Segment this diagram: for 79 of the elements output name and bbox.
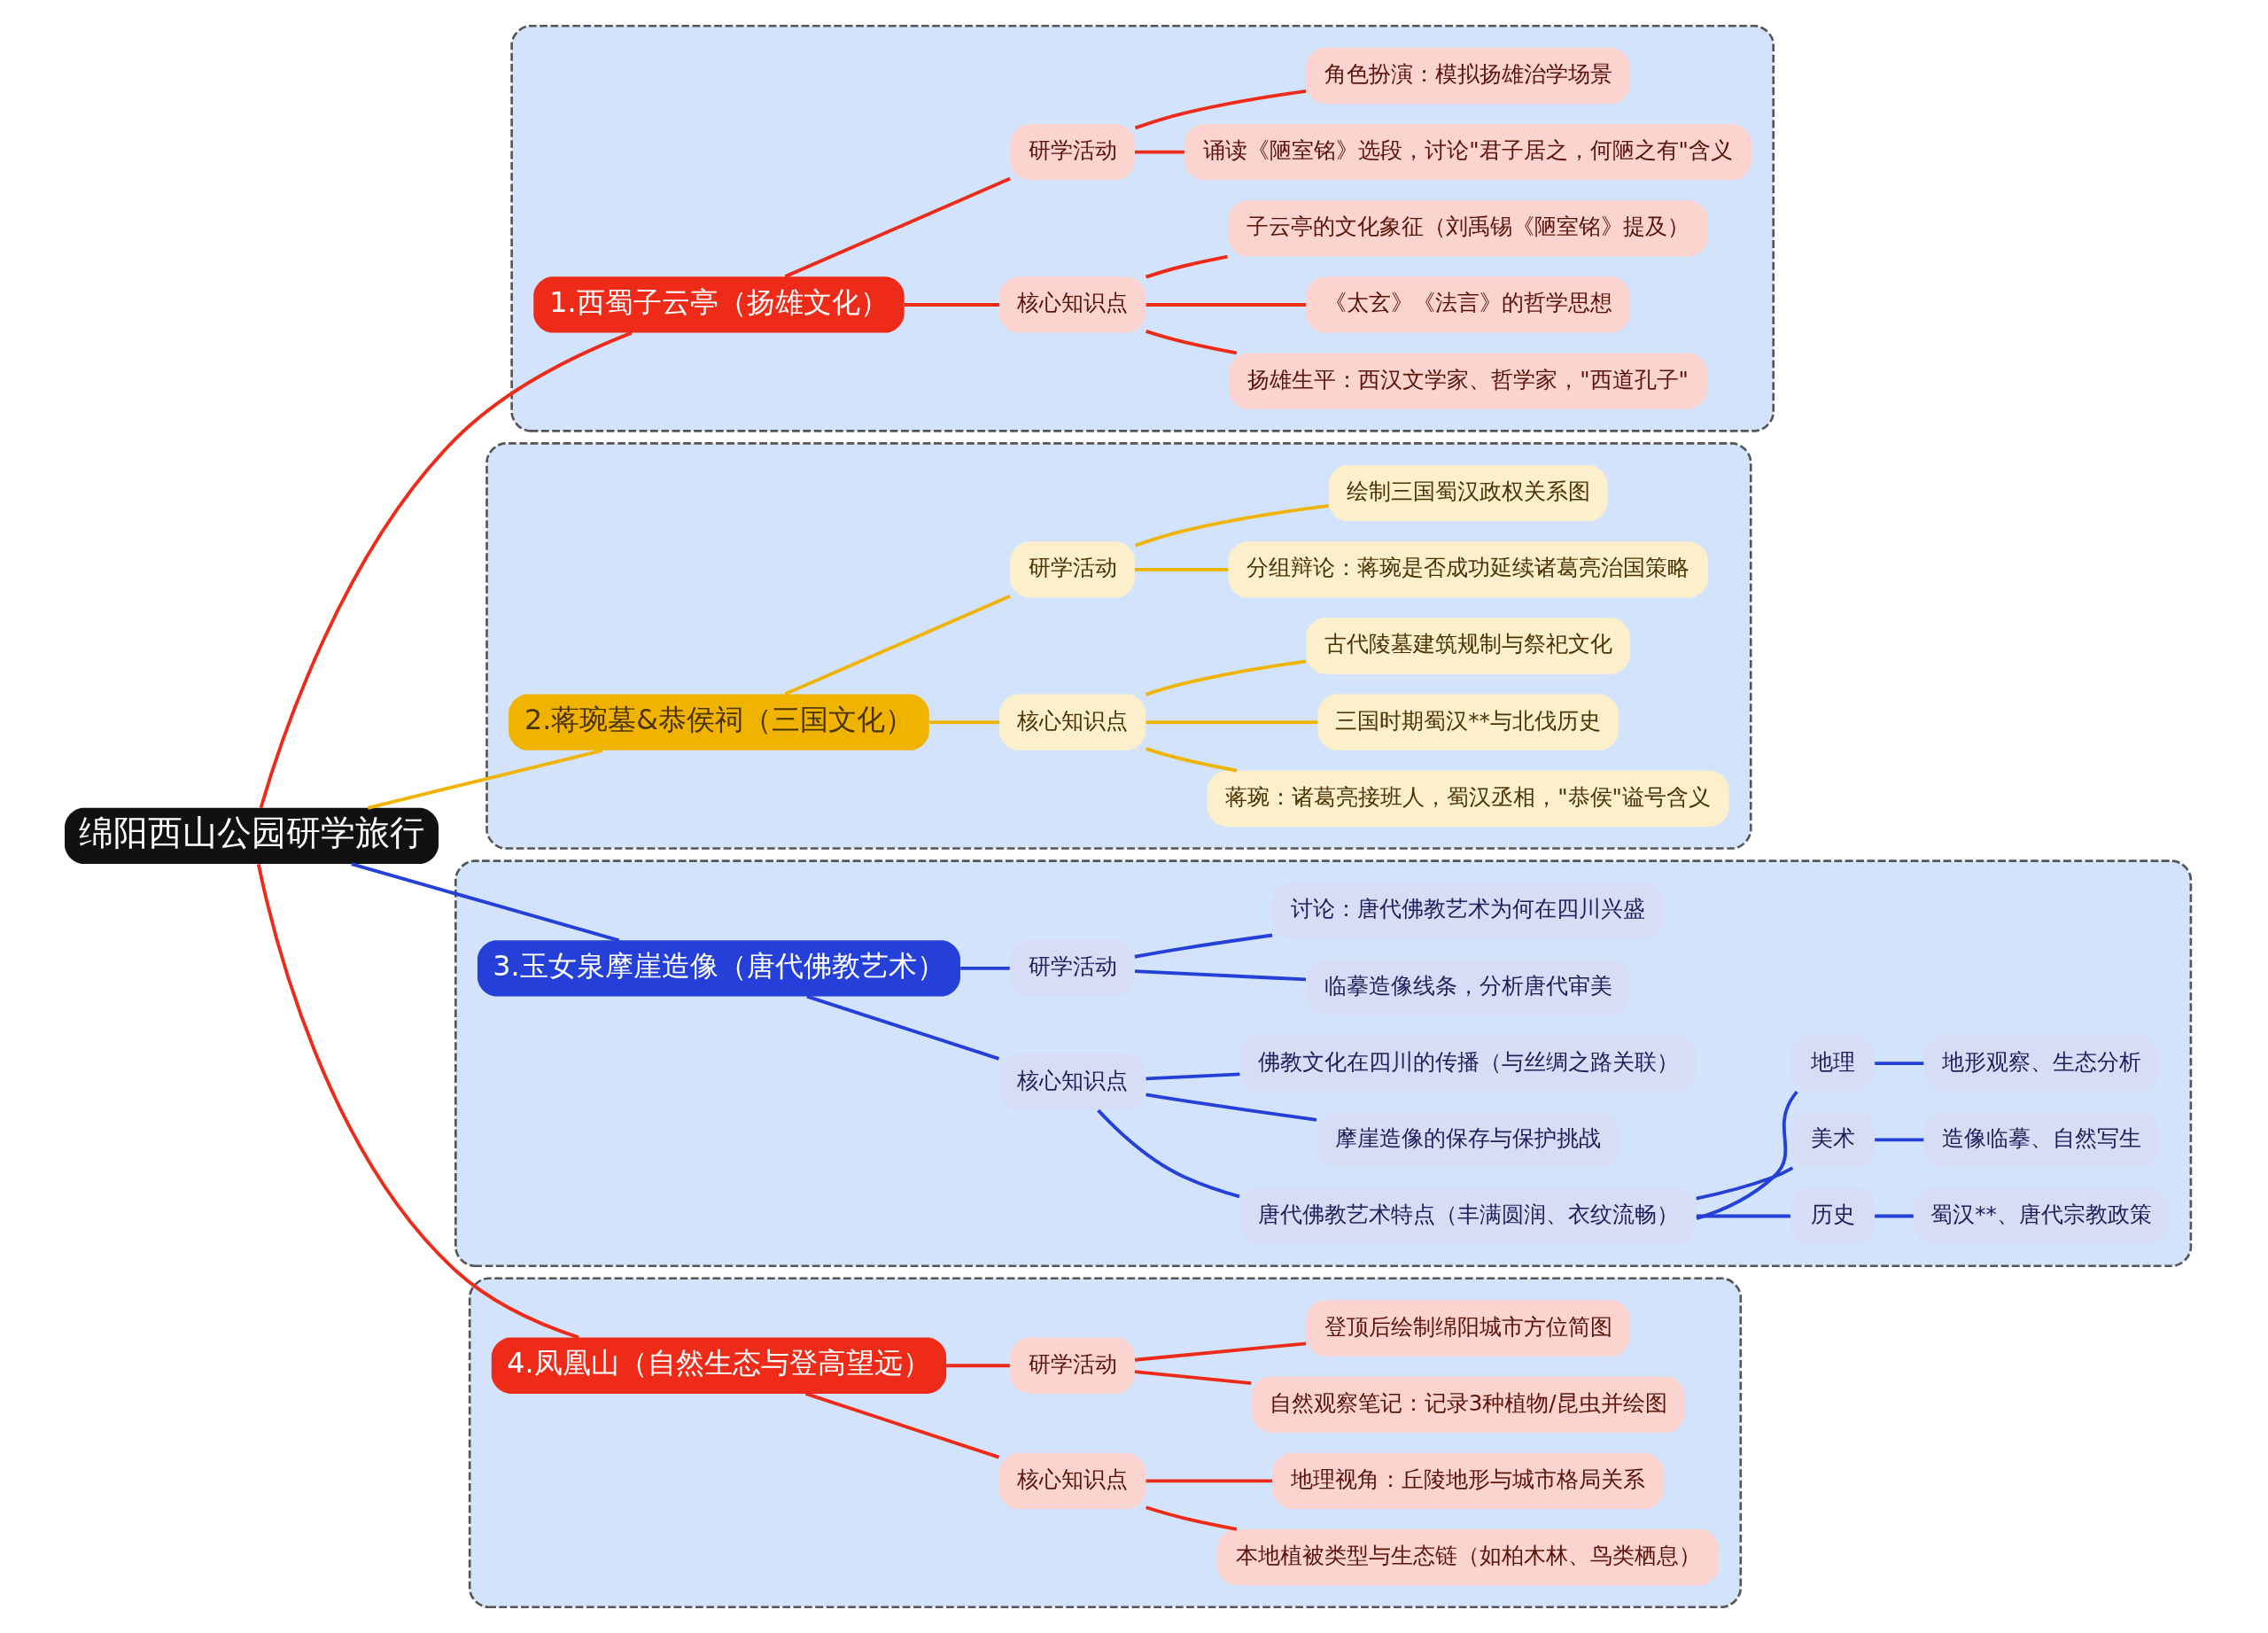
- node-box: 子云亭的文化象征（刘禹锡《陋室铭》提及）: [1228, 200, 1708, 257]
- connector: [804, 1392, 1000, 1459]
- node-box: 研学活动: [1010, 940, 1135, 997]
- connector: [946, 1364, 1010, 1368]
- cluster: [485, 442, 1752, 850]
- connector: [1146, 1505, 1238, 1531]
- connector: [1134, 1370, 1252, 1386]
- connector: [1146, 747, 1238, 773]
- node-box: 1.西蜀子云亭（扬雄文化）: [533, 276, 905, 333]
- node-box: 核心知识点: [998, 276, 1146, 333]
- node-box: 3.玉女泉摩崖造像（唐代佛教艺术）: [477, 940, 960, 997]
- connector: [1146, 1093, 1317, 1122]
- node-box: 自然观察笔记：记录3种植物/昆虫并绘图: [1251, 1376, 1685, 1433]
- node-box: 诵读《陋室铭》选段，讨论"君子居之，何陋之有"含义: [1184, 124, 1752, 181]
- connector: [1134, 89, 1307, 130]
- node-box: 2.蒋琬墓&恭侯祠（三国文化）: [509, 694, 929, 750]
- node-box: 造像临摹、自然写生: [1923, 1111, 2159, 1168]
- connector: [904, 303, 999, 307]
- node-box: 核心知识点: [998, 1054, 1146, 1110]
- connector: [806, 994, 1000, 1061]
- connector: [784, 594, 1011, 696]
- node-box: 临摹造像线条，分析唐代审美: [1306, 959, 1630, 1015]
- connector: [929, 720, 999, 725]
- cluster: [510, 24, 1775, 432]
- connector: [1696, 1166, 1794, 1201]
- node-box: 研学活动: [1010, 541, 1135, 598]
- connector: [1146, 1479, 1273, 1483]
- node-box: 《太玄》《法言》的哲学思想: [1306, 276, 1630, 333]
- node-box: 三国时期蜀汉**与北伐历史: [1317, 694, 1619, 750]
- node-box: 研学活动: [1010, 1337, 1135, 1394]
- node-box: 地理: [1790, 1035, 1875, 1092]
- cluster: [468, 1277, 1743, 1609]
- node-box: 绵阳西山公园研学旅行: [65, 807, 439, 865]
- node-box: 摩崖造像的保存与保护挑战: [1317, 1111, 1619, 1168]
- node-box: 4.凤凰山（自然生态与登高望远）: [491, 1337, 947, 1394]
- node-box: 本地植被类型与生态链（如柏木林、鸟类栖息）: [1217, 1528, 1720, 1586]
- connector: [1875, 1138, 1924, 1142]
- connector: [1134, 933, 1273, 959]
- connector: [256, 864, 579, 1340]
- node-box: 地理视角：丘陵地形与城市格局关系: [1272, 1452, 1664, 1509]
- connector: [1875, 1061, 1924, 1066]
- connector: [1135, 567, 1229, 572]
- connector: [1097, 1108, 1240, 1199]
- node-box: 扬雄生平：西汉文学家、哲学家，"西道孔子": [1229, 353, 1707, 409]
- connector: [1875, 1214, 1914, 1218]
- connector: [1146, 720, 1318, 725]
- cluster: [454, 859, 2193, 1268]
- node-box: 核心知识点: [998, 694, 1146, 750]
- connector: [1146, 330, 1238, 355]
- connector: [960, 967, 1010, 970]
- connector: [1696, 1090, 1798, 1220]
- node-box: 角色扮演：模拟扬雄治学场景: [1306, 47, 1630, 105]
- connector: [1134, 1341, 1307, 1362]
- connector: [1146, 1072, 1240, 1081]
- connector: [367, 748, 603, 810]
- node-box: 蜀汉**、唐代宗教政策: [1913, 1187, 2170, 1245]
- connector: [1134, 503, 1329, 548]
- connector: [1145, 254, 1228, 279]
- node-box: 唐代佛教艺术特点（丰满圆润、衣纹流畅）: [1239, 1187, 1697, 1245]
- node-box: 研学活动: [1010, 124, 1135, 181]
- node-box: 核心知识点: [998, 1452, 1146, 1509]
- connector: [1134, 969, 1307, 982]
- connector: [1135, 150, 1184, 154]
- connector: [351, 862, 620, 943]
- node-box: 佛教文化在四川的传播（与丝绸之路关联）: [1239, 1035, 1697, 1092]
- node-box: 历史: [1790, 1187, 1875, 1245]
- node-box: 绘制三国蜀汉政权关系图: [1328, 465, 1608, 522]
- node-box: 讨论：唐代佛教艺术为何在四川兴盛: [1272, 883, 1664, 939]
- node-box: 地形观察、生态分析: [1923, 1035, 2159, 1092]
- connector: [259, 330, 633, 809]
- node-box: 美术: [1790, 1111, 1875, 1168]
- node-box: 古代陵墓建筑规制与祭祀文化: [1306, 618, 1630, 674]
- connector: [1145, 659, 1307, 696]
- connector: [1146, 303, 1307, 307]
- connector: [784, 176, 1011, 278]
- connector: [1696, 1214, 1790, 1218]
- node-box: 蒋琬：诸葛亮接班人，蜀汉丞相，"恭侯"谥号含义: [1207, 770, 1729, 827]
- node-box: 分组辩论：蒋琬是否成功延续诸葛亮治国策略: [1228, 541, 1708, 598]
- node-box: 登顶后绘制绵阳城市方位简图: [1306, 1300, 1630, 1357]
